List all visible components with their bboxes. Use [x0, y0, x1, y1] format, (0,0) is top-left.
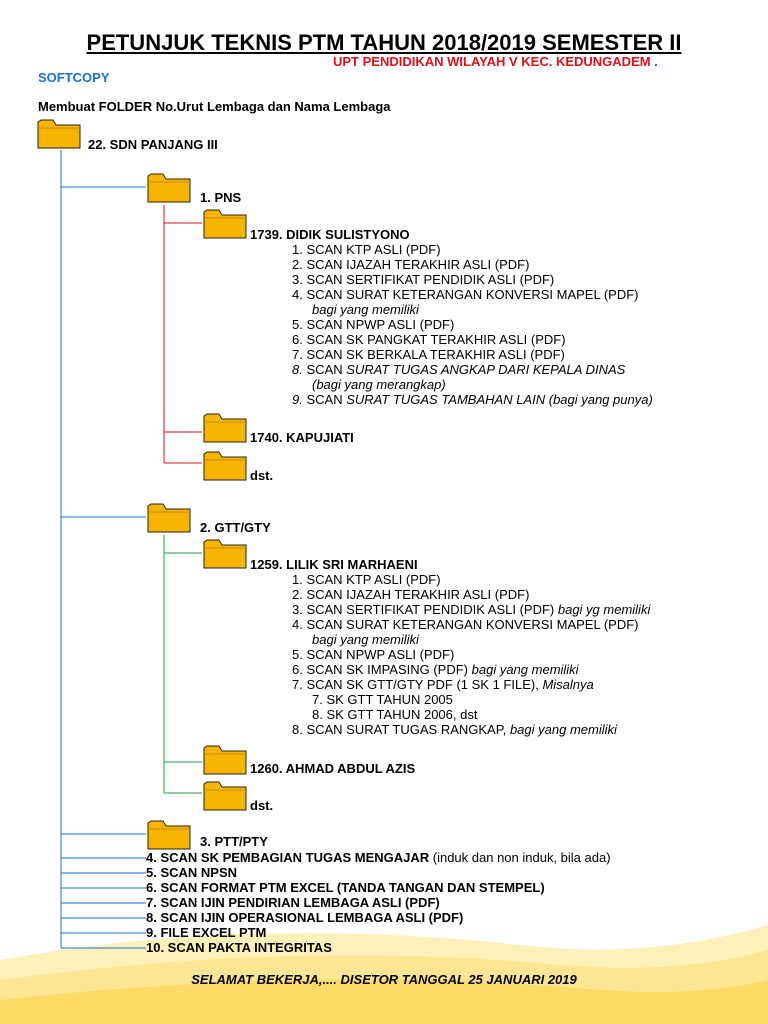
- list-item: 9. FILE EXCEL PTM: [146, 925, 267, 940]
- list-item: 7. SCAN SK GTT/GTY PDF (1 SK 1 FILE), Mi…: [292, 677, 594, 692]
- folder-icon: [202, 778, 248, 812]
- list-item: 7. SCAN SK BERKALA TERAKHIR ASLI (PDF): [292, 347, 565, 362]
- bottom-item-list: 4. SCAN SK PEMBAGIAN TUGAS MENGAJAR (ind…: [146, 850, 611, 955]
- footer-note: SELAMAT BEKERJA,.... DISETOR TANGGAL 25 …: [191, 972, 577, 987]
- list-item: 5. SCAN NPWP ASLI (PDF): [292, 317, 455, 332]
- list-item-note: bagi yang memiliki: [312, 302, 419, 317]
- pns-dst: dst.: [250, 468, 274, 483]
- ptt-label: 3. PTT/PTY: [200, 834, 268, 849]
- folder-icon: [202, 536, 248, 570]
- gtt-label: 2. GTT/GTY: [200, 520, 271, 535]
- background-wave: [0, 925, 768, 1024]
- folder-icon: [146, 817, 192, 851]
- root-folder-label: 22. SDN PANJANG III: [88, 137, 218, 152]
- pns-item-list: 1. SCAN KTP ASLI (PDF) 2. SCAN IJAZAH TE…: [292, 242, 653, 407]
- list-item-note: bagi yang memiliki: [312, 632, 419, 647]
- list-item: 6. SCAN SK PANGKAT TERAKHIR ASLI (PDF): [292, 332, 566, 347]
- softcopy-label: SOFTCOPY: [38, 70, 110, 85]
- list-item: 3. SCAN SERTIFIKAT PENDIDIK ASLI (PDF): [292, 272, 555, 287]
- list-sub-item: 8. SK GTT TAHUN 2006, dst: [312, 707, 478, 722]
- pns-person-1: 1739. DIDIK SULISTYONO: [250, 227, 410, 242]
- list-item: 6. SCAN FORMAT PTM EXCEL (TANDA TANGAN D…: [146, 880, 545, 895]
- gtt-person-2: 1260. AHMAD ABDUL AZIS: [250, 761, 416, 776]
- gtt-dst: dst.: [250, 798, 274, 813]
- list-item: 1. SCAN KTP ASLI (PDF): [292, 572, 441, 587]
- pns-label: 1. PNS: [200, 190, 242, 205]
- intro-text: Membuat FOLDER No.Urut Lembaga dan Nama …: [38, 99, 391, 114]
- list-item: 4. SCAN SURAT KETERANGAN KONVERSI MAPEL …: [292, 287, 639, 302]
- pns-person-2: 1740. KAPUJIATI: [250, 430, 354, 445]
- list-sub-item: 7. SK GTT TAHUN 2005: [312, 692, 453, 707]
- folder-icon: [202, 410, 248, 444]
- list-item: 10. SCAN PAKTA INTEGRITAS: [146, 940, 332, 955]
- list-item: 1. SCAN KTP ASLI (PDF): [292, 242, 441, 257]
- gtt-item-list: 1. SCAN KTP ASLI (PDF) 2. SCAN IJAZAH TE…: [292, 572, 650, 737]
- list-item: 9. SCAN SURAT TUGAS TAMBAHAN LAIN (bagi …: [292, 392, 653, 407]
- list-item: 3. SCAN SERTIFIKAT PENDIDIK ASLI (PDF) b…: [292, 602, 651, 617]
- list-item: 2. SCAN IJAZAH TERAKHIR ASLI (PDF): [292, 587, 530, 602]
- list-item: 5. SCAN NPWP ASLI (PDF): [292, 647, 455, 662]
- list-item: 2. SCAN IJAZAH TERAKHIR ASLI (PDF): [292, 257, 530, 272]
- list-item: 5. SCAN NPSN: [146, 865, 238, 880]
- list-item-note: (bagi yang merangkap): [312, 377, 446, 392]
- list-item: 6. SCAN SK IMPASING (PDF) bagi yang memi…: [292, 662, 579, 677]
- list-item: 8. SCAN IJIN OPERASIONAL LEMBAGA ASLI (P…: [146, 910, 464, 925]
- list-item: 4. SCAN SK PEMBAGIAN TUGAS MENGAJAR (ind…: [146, 850, 611, 865]
- list-item: 8. SCAN SURAT TUGAS RANGKAP, bagi yang m…: [292, 722, 617, 737]
- folder-icon: [202, 206, 248, 240]
- folder-icon: [146, 500, 192, 534]
- page-title: PETUNJUK TEKNIS PTM TAHUN 2018/2019 SEME…: [86, 30, 682, 55]
- subtitle: UPT PENDIDIKAN WILAYAH V KEC. KEDUNGADEM…: [333, 54, 658, 69]
- gtt-person-1: 1259. LILIK SRI MARHAENI: [250, 557, 418, 572]
- folder-icon: [202, 742, 248, 776]
- folder-icon: [202, 448, 248, 482]
- list-item: 8. SCAN SURAT TUGAS ANGKAP DARI KEPALA D…: [292, 362, 626, 377]
- folder-icon: [146, 170, 192, 204]
- folder-icon: [36, 116, 82, 150]
- list-item: 7. SCAN IJIN PENDIRIAN LEMBAGA ASLI (PDF…: [146, 895, 440, 910]
- list-item: 4. SCAN SURAT KETERANGAN KONVERSI MAPEL …: [292, 617, 639, 632]
